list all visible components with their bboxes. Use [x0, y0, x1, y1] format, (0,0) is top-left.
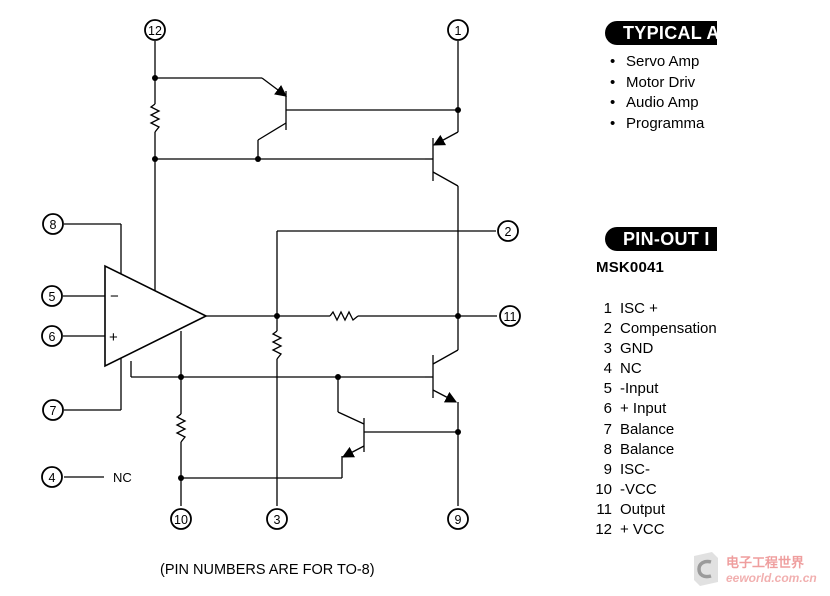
watermark-chinese-text: 电子工程世界	[726, 555, 805, 570]
pin-7: 7	[42, 399, 64, 421]
svg-text:9: 9	[455, 513, 462, 527]
pin-12: 12	[144, 19, 166, 41]
list-item: Motor Driv	[610, 73, 704, 94]
typical-applications-heading: TYPICAL A	[605, 21, 717, 45]
svg-text:10: 10	[174, 513, 188, 527]
svg-text:2: 2	[505, 225, 512, 239]
pin-8: 8	[42, 213, 64, 235]
svg-text:11: 11	[504, 310, 517, 324]
pin-6: 6	[41, 325, 63, 347]
pin-out-heading: PIN-OUT I	[605, 227, 717, 251]
svg-text:3: 3	[274, 513, 281, 527]
svg-text:4: 4	[49, 471, 56, 485]
pin-10: 10	[170, 508, 192, 530]
nc-label: NC	[113, 470, 132, 485]
svg-text:7: 7	[50, 404, 57, 418]
junction-dots	[152, 75, 461, 481]
svg-text:12: 12	[148, 24, 162, 38]
wires	[63, 41, 497, 506]
pin-2: 2	[497, 220, 519, 242]
part-number: MSK0041	[596, 259, 665, 276]
list-item: Programma	[610, 114, 704, 135]
watermark: 电子工程世界 eeworld.com.cn	[690, 548, 825, 592]
pin-5: 5	[41, 285, 63, 307]
svg-text:8: 8	[50, 218, 57, 232]
resistor-comp	[271, 330, 283, 360]
applications-list: Servo Amp Motor Driv Audio Amp Programma	[610, 52, 704, 134]
eeworld-logo-icon	[694, 552, 718, 586]
list-item: 10-VCC	[595, 480, 657, 498]
svg-text:5: 5	[49, 290, 56, 304]
op-amp-plus-sign: +	[109, 329, 118, 346]
pin-9: 9	[447, 508, 469, 530]
op-amp-minus-sign: −	[110, 288, 119, 305]
info-panel: TYPICAL A Servo Amp Motor Driv Audio Amp…	[580, 0, 717, 596]
resistor-bottom	[175, 413, 187, 443]
diagram-caption: (PIN NUMBERS ARE FOR TO-8)	[160, 562, 375, 578]
resistor-feedback	[329, 310, 359, 322]
schematic-diagram: − + 12 1 8 2 5 6 11	[41, 19, 521, 530]
list-item: 6+ Input	[603, 400, 667, 418]
pin-3: 3	[266, 508, 288, 530]
list-item: 12+ VCC	[595, 521, 665, 539]
pin-4: 4	[41, 466, 63, 488]
pin-1: 1	[447, 19, 469, 41]
svg-text:6: 6	[49, 330, 56, 344]
watermark-url-text: eeworld.com.cn	[726, 571, 817, 585]
pin-11: 11	[499, 305, 521, 327]
resistor-r1	[149, 103, 161, 133]
op-amp-triangle	[104, 264, 208, 368]
list-item: Servo Amp	[610, 52, 704, 73]
svg-text:1: 1	[455, 24, 462, 38]
list-item: 5-Input	[603, 380, 659, 398]
list-item: Audio Amp	[610, 93, 704, 114]
